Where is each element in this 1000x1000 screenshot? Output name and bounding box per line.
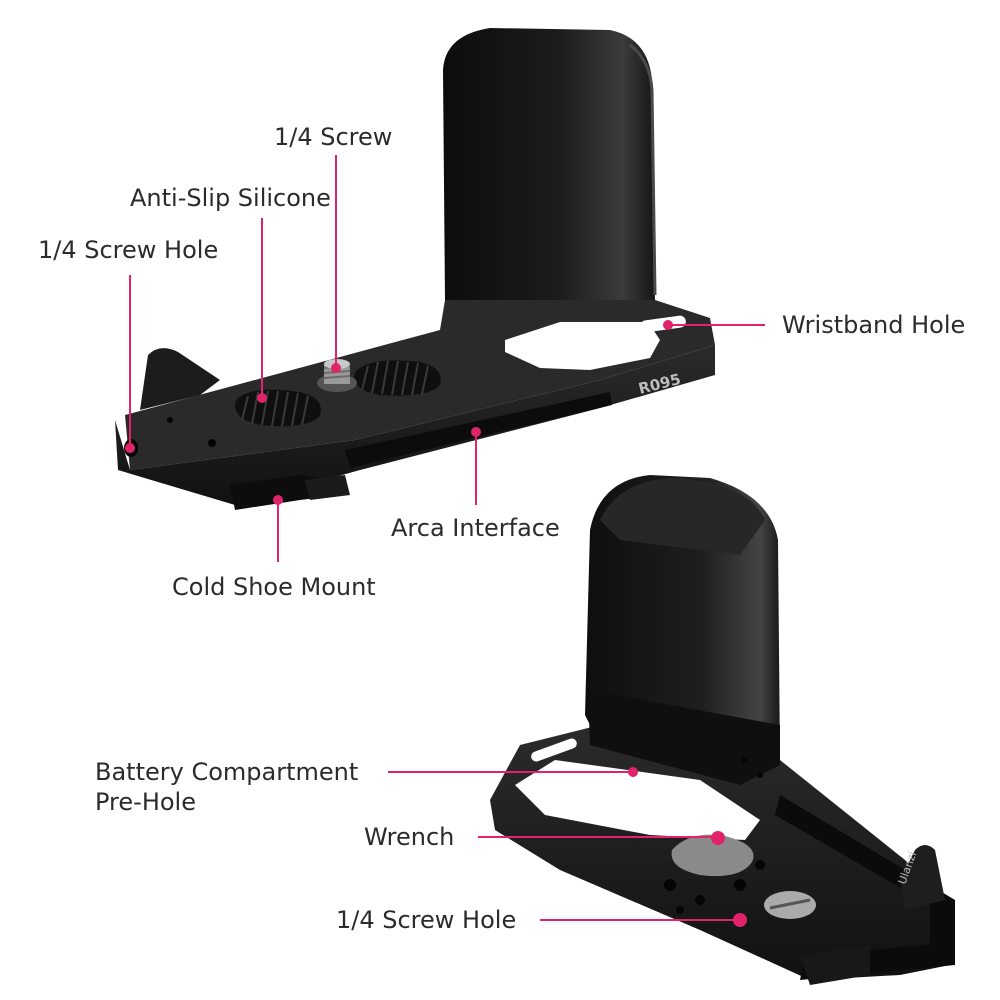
top-grip-edge (629, 43, 657, 296)
plate-hole (208, 439, 216, 447)
bottom-grip-top (600, 478, 765, 555)
leader-dot-arca (471, 427, 481, 437)
bottom-product-view: Ulanzi (490, 475, 955, 985)
bottom-fin (900, 845, 945, 910)
plate-hole (676, 906, 684, 914)
label-side-screw-hole: 1/4 Screw Hole (38, 236, 219, 264)
side-fin (140, 348, 220, 410)
battery-opening (515, 760, 760, 840)
plate-hole (734, 879, 746, 891)
wristband-slot (640, 315, 686, 333)
bottom-arca-rail (800, 945, 870, 985)
plate-hole (167, 417, 173, 423)
label-cold-shoe-mount: Cold Shoe Mount (172, 573, 376, 601)
label-battery-compartment: Battery Compartment (95, 758, 359, 786)
wrench-part (671, 831, 754, 877)
plate-hole (755, 860, 765, 870)
anti-slip-pad-right (354, 360, 441, 396)
plate-hole (742, 757, 748, 763)
label-anti-slip-silicone: Anti-Slip Silicone (130, 184, 331, 212)
leader-dot-cold-shoe (273, 495, 283, 505)
grip-band (588, 690, 780, 785)
leader-dot-silicone (257, 393, 267, 403)
label-bottom-screw-hole: 1/4 Screw Hole (336, 906, 517, 934)
leader-lines (125, 155, 765, 921)
leader-dot-wristband (663, 320, 673, 330)
top-grip (443, 28, 655, 300)
plate-hole (695, 895, 705, 905)
captive-screw (764, 891, 816, 919)
label-wrench: Wrench (364, 823, 455, 851)
leader-dot-side-hole (125, 443, 135, 453)
leader-dot-battery (628, 767, 638, 777)
camera-opening (505, 322, 660, 370)
top-product-view: R095 (115, 28, 715, 510)
leader-dot-screw (331, 363, 341, 373)
anti-slip-pad-left (235, 389, 321, 427)
top-plate-front (115, 345, 715, 505)
label-arca-interface: Arca Interface (391, 514, 560, 542)
plate-hole (757, 772, 763, 778)
label-quarter-screw: 1/4 Screw (274, 123, 393, 151)
label-battery-prehole: Pre-Hole (95, 788, 196, 816)
strap-slot (531, 738, 577, 762)
label-wristband-hole: Wristband Hole (782, 311, 966, 339)
cold-shoe-rail (305, 475, 350, 500)
plate-hole (664, 879, 676, 891)
